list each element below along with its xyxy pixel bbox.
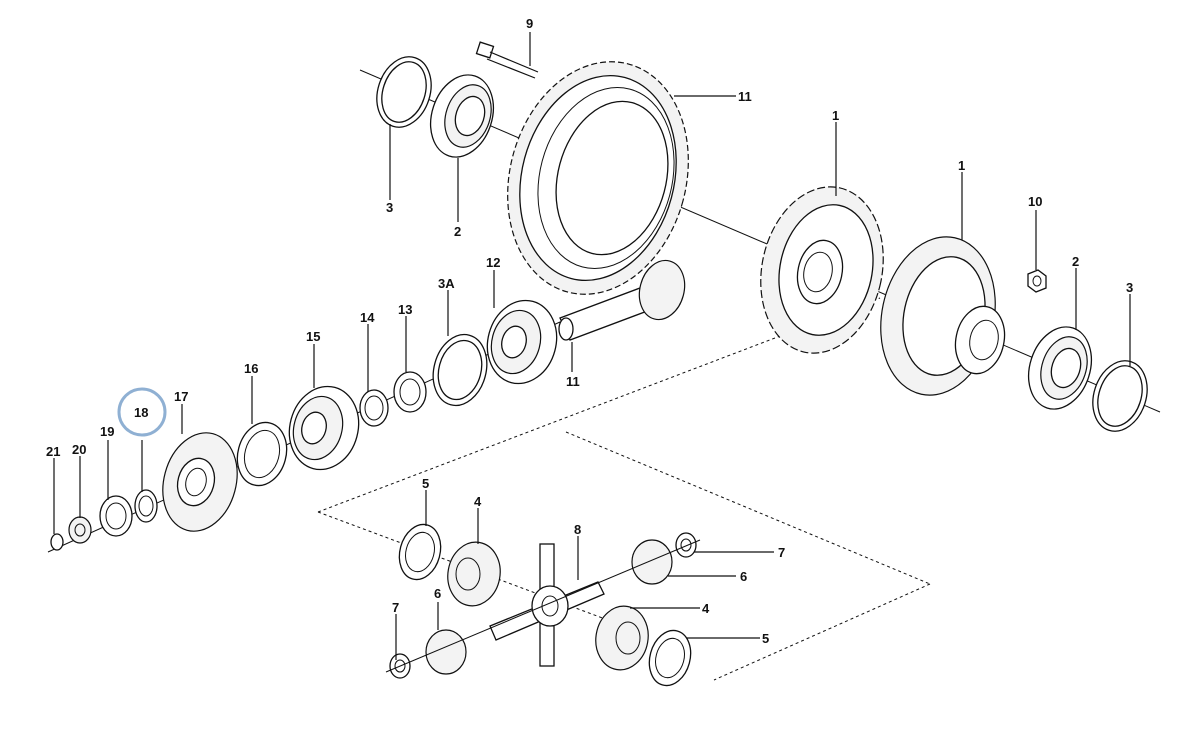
- shim-part-14: [359, 389, 389, 427]
- snap-ring-part-3-right: [1092, 360, 1148, 432]
- label-17: 17: [174, 389, 188, 404]
- label-6-right: 6: [740, 569, 747, 584]
- label-6-left: 6: [434, 586, 441, 601]
- label-21: 21: [46, 444, 60, 459]
- diff-case-part-1-right: [880, 236, 1006, 396]
- label-4-top: 4: [474, 494, 482, 509]
- label-11-pinion: 11: [566, 374, 580, 389]
- label-5-bottom: 5: [762, 631, 769, 646]
- label-5-top: 5: [422, 476, 429, 491]
- highlight-circle: [117, 387, 167, 437]
- spider-gear-set: [385, 523, 701, 687]
- label-12: 12: [486, 255, 500, 270]
- label-10: 10: [1028, 194, 1042, 209]
- bearing-part-15: [288, 385, 360, 471]
- nut-part-20: [68, 516, 92, 544]
- bearing-part-2-right: [1028, 326, 1092, 410]
- snap-ring-part-3-top: [376, 56, 432, 128]
- dashed-guide-lines: [317, 297, 931, 681]
- label-7-left: 7: [392, 600, 399, 615]
- label-20: 20: [72, 442, 86, 457]
- label-4-bottom: 4: [702, 601, 710, 616]
- bolt-part-9: [475, 41, 539, 79]
- label-7-right: 7: [778, 545, 785, 560]
- bearing-part-2-top: [430, 74, 494, 158]
- pinion-shaft-part-11: [558, 259, 686, 341]
- washer-part-18: [134, 489, 158, 523]
- cotter-pin-part-21: [50, 533, 64, 551]
- label-2-right: 2: [1072, 254, 1079, 269]
- lock-plate-part-19: [99, 495, 133, 537]
- leader-lines: [53, 32, 1131, 660]
- label-9: 9: [526, 16, 533, 31]
- part-labels: 9 11 1 1 10 3 2 12 3A 2 3 14 13 15 11 16…: [46, 16, 1133, 646]
- label-13: 13: [398, 302, 412, 317]
- label-1-left: 1: [832, 108, 839, 123]
- bearing-part-12: [486, 299, 558, 385]
- label-16: 16: [244, 361, 258, 376]
- label-18: 18: [134, 405, 148, 420]
- seal-part-16: [236, 421, 288, 487]
- label-3A: 3A: [438, 276, 455, 291]
- label-3-right: 3: [1126, 280, 1133, 295]
- diff-case-part-1-left: [760, 186, 884, 354]
- label-15: 15: [306, 329, 320, 344]
- label-8: 8: [574, 522, 581, 537]
- spacer-part-13: [393, 371, 427, 413]
- label-3-top: 3: [386, 200, 393, 215]
- flange-part-17: [162, 432, 238, 532]
- label-19: 19: [100, 424, 114, 439]
- label-1-right: 1: [958, 158, 965, 173]
- label-2-top: 2: [454, 224, 461, 239]
- nut-part-10: [1027, 269, 1047, 293]
- label-14: 14: [360, 310, 375, 325]
- ring-part-3A: [432, 333, 488, 407]
- label-11-ring-gear: 11: [738, 89, 752, 104]
- ring-gear-part-11: [507, 61, 689, 295]
